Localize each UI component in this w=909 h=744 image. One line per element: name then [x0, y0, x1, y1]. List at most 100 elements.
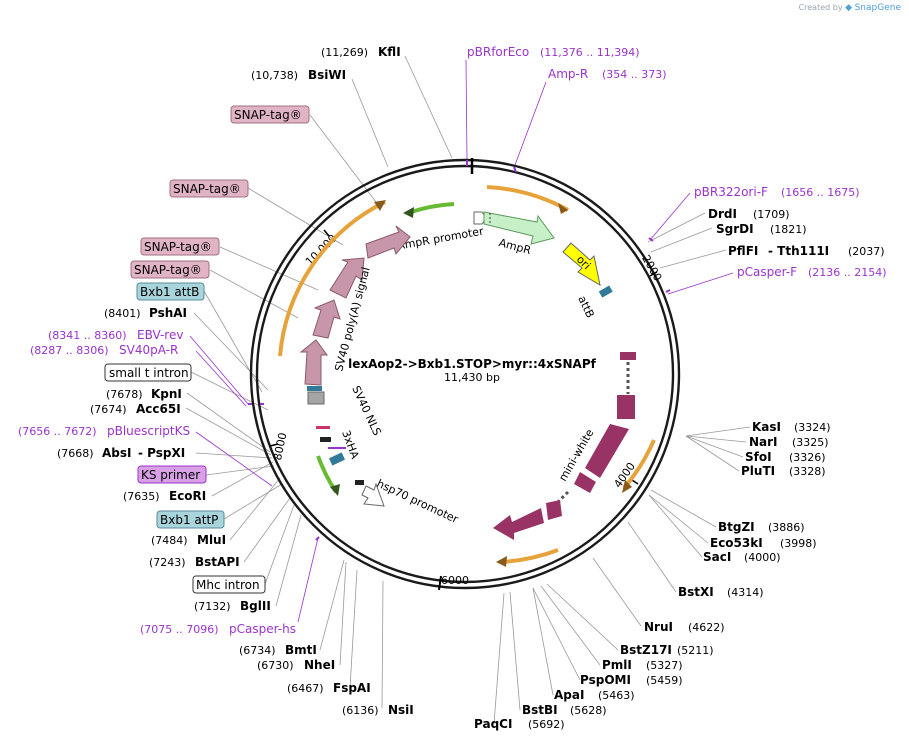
ks-primer-box[interactable] [137, 465, 207, 484]
snap-tag-arrow-3 [312, 299, 341, 339]
enzyme-name[interactable]: SacI [703, 550, 731, 564]
bxb1-attp-site-marker [320, 437, 331, 442]
enzyme-pos: (3324) [794, 421, 831, 434]
orf-arc-top-head [558, 203, 568, 214]
enzyme-pos: (5628) [570, 704, 607, 717]
bxb1-attb-box[interactable] [136, 282, 205, 301]
map-length: 11,430 bp [444, 371, 500, 384]
enzyme-name[interactable]: SfoI [745, 450, 772, 464]
mini-white-exon6 [493, 508, 544, 540]
mini-white-exon1 [620, 352, 636, 360]
enzyme-name[interactable]: MluI [197, 533, 226, 547]
ori-arrow [562, 242, 601, 287]
enzyme-name[interactable]: PflFI [728, 244, 758, 258]
backbone-inner [255, 164, 675, 584]
enzyme-name[interactable]: BstXI [678, 585, 714, 599]
enzyme-pos: (7674) [90, 403, 127, 416]
bxb1-attb-site [307, 386, 322, 391]
enzyme-name[interactable]: BstZ17I [620, 643, 672, 657]
primer-range: (7656 .. 7672) [18, 425, 97, 438]
mhc-intron-box[interactable] [192, 575, 266, 594]
green-arrow-top-head [403, 207, 414, 218]
tick-2000-mark [649, 271, 658, 277]
primer-range: (8341 .. 8360) [48, 329, 127, 342]
enzyme-pos: (10,738) [251, 69, 298, 82]
enzyme-name[interactable]: PaqCI [474, 717, 512, 731]
sv40-nls-mark [316, 426, 330, 429]
snap-tag-box-4[interactable] [130, 260, 210, 279]
primer-range: (7075 .. 7096) [140, 623, 219, 636]
hsp70-promoter-label: hsp70 promoter [375, 477, 461, 526]
primer-name[interactable]: pBluescriptKS [107, 424, 190, 438]
enzyme-pos: (7635) [123, 490, 160, 503]
enzyme-name-extra[interactable]: - Tth111I [768, 244, 829, 258]
enzyme-name[interactable]: SgrDI [716, 222, 754, 236]
enzyme-pos: (7678) [106, 388, 143, 401]
enzyme-name[interactable]: BglII [240, 599, 271, 613]
enzyme-name[interactable]: AbsI [102, 446, 131, 460]
enzyme-name[interactable]: DrdI [708, 207, 737, 221]
enzyme-name[interactable]: FspAI [333, 681, 371, 695]
enzyme-pos: (7484) [151, 534, 188, 547]
enzyme-name[interactable]: Acc65I [136, 402, 181, 416]
enzyme-name[interactable]: KasI [752, 420, 781, 434]
enzyme-name[interactable]: PspOMI [580, 673, 631, 687]
snap-tag-box-2[interactable] [169, 179, 249, 198]
snap-tag-box-3[interactable] [140, 237, 220, 256]
primer-name[interactable]: Amp-R [548, 67, 588, 81]
enzyme-name[interactable]: NsiI [388, 703, 414, 717]
enzyme-pos: (6730) [257, 659, 294, 672]
enzyme-name[interactable]: BsiWI [308, 68, 346, 82]
enzyme-pos: (3328) [789, 465, 826, 478]
enzyme-name[interactable]: NheI [304, 658, 335, 672]
enzyme-name[interactable]: BtgZI [718, 520, 755, 534]
boxed-labels: SNAP-tag® SNAP-tag® SNAP-tag® SNAP-tag® … [104, 105, 310, 594]
sv40-nls-label: SV40 NLS [349, 384, 383, 438]
enzyme-name[interactable]: NruI [644, 620, 673, 634]
primer-range: (11,376 .. 11,394) [540, 46, 640, 59]
orf-arc-left-head [374, 200, 386, 211]
enzyme-name[interactable]: ApaI [554, 688, 584, 702]
enzyme-name[interactable]: Eco53kI [710, 536, 763, 550]
tick-10000-mark [323, 229, 330, 237]
orf-arc-bottom [499, 548, 559, 564]
enzyme-pos: (8401) [104, 307, 141, 320]
primer-name[interactable]: SV40pA-R [119, 343, 178, 357]
ks-primer-label: KS primer [141, 468, 200, 482]
primer-name[interactable]: pCasper-F [737, 265, 797, 279]
snap-tag-arrow-2 [329, 257, 365, 299]
snap-tag-label-1: SNAP-tag® [234, 108, 302, 122]
bxb1-attp-box[interactable] [156, 510, 225, 529]
snap-tag-label-2: SNAP-tag® [173, 182, 241, 196]
primer-name[interactable]: pCasper-hs [229, 622, 296, 636]
backbone-outer [249, 158, 681, 590]
mhc-intron-label: Mhc intron [196, 578, 260, 592]
enzyme-name[interactable]: BstAPI [195, 555, 240, 569]
enzyme-name[interactable]: BmtI [285, 643, 317, 657]
tick-4000-mark [631, 479, 639, 485]
snap-tag-box-1[interactable] [230, 105, 310, 124]
enzyme-name[interactable]: PshAI [149, 306, 187, 320]
enzyme-name[interactable]: PmlI [602, 658, 632, 672]
enzyme-name[interactable]: KflI [378, 45, 401, 59]
enzyme-name[interactable]: NarI [749, 435, 778, 449]
primer-name[interactable]: EBV-rev [137, 328, 183, 342]
enzyme-pos: (3998) [780, 537, 817, 550]
enzyme-leader-lines [185, 55, 751, 725]
small-t-intron-box[interactable] [104, 363, 192, 382]
enzyme-pos: (3886) [768, 521, 805, 534]
mini-white-exon5 [546, 500, 562, 520]
enzyme-pos: (3325) [792, 436, 829, 449]
attb-label: attB [575, 294, 596, 320]
primer-name[interactable]: pBR322ori-F [694, 185, 768, 199]
map-title: lexAop2->Bxb1.STOP>myr::4xSNAPf [348, 357, 596, 371]
primer-name[interactable]: pBRforEco [467, 45, 529, 59]
enzyme-name[interactable]: EcoRI [169, 489, 206, 503]
bxb1-attp-label: Bxb1 attP [160, 513, 218, 527]
enzyme-name[interactable]: KpnI [151, 387, 182, 401]
tick-label-6000: 6000 [441, 574, 469, 587]
enzyme-name[interactable]: PluTI [741, 464, 775, 478]
enzyme-name[interactable]: BstBI [522, 703, 558, 717]
enzyme-name-extra[interactable]: - PspXI [138, 446, 185, 460]
